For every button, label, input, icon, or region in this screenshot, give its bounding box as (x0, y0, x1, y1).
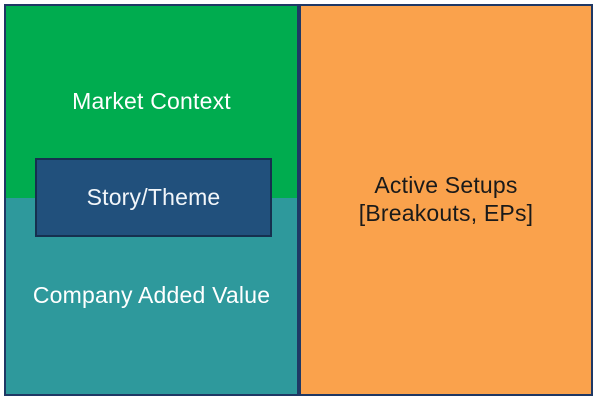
company-added-value-label: Company Added Value (32, 282, 271, 309)
active-setups-box: Active Setups [Breakouts, EPs] (299, 4, 593, 396)
active-setups-line2: [Breakouts, EPs] (358, 200, 534, 226)
story-theme-box: Story/Theme (35, 158, 272, 237)
market-context-label: Market Context (72, 88, 231, 115)
active-setups-label: Active Setups [Breakouts, EPs] (359, 172, 534, 227)
story-theme-label: Story/Theme (86, 183, 221, 210)
active-setups-line1: Active Setups (374, 172, 518, 199)
